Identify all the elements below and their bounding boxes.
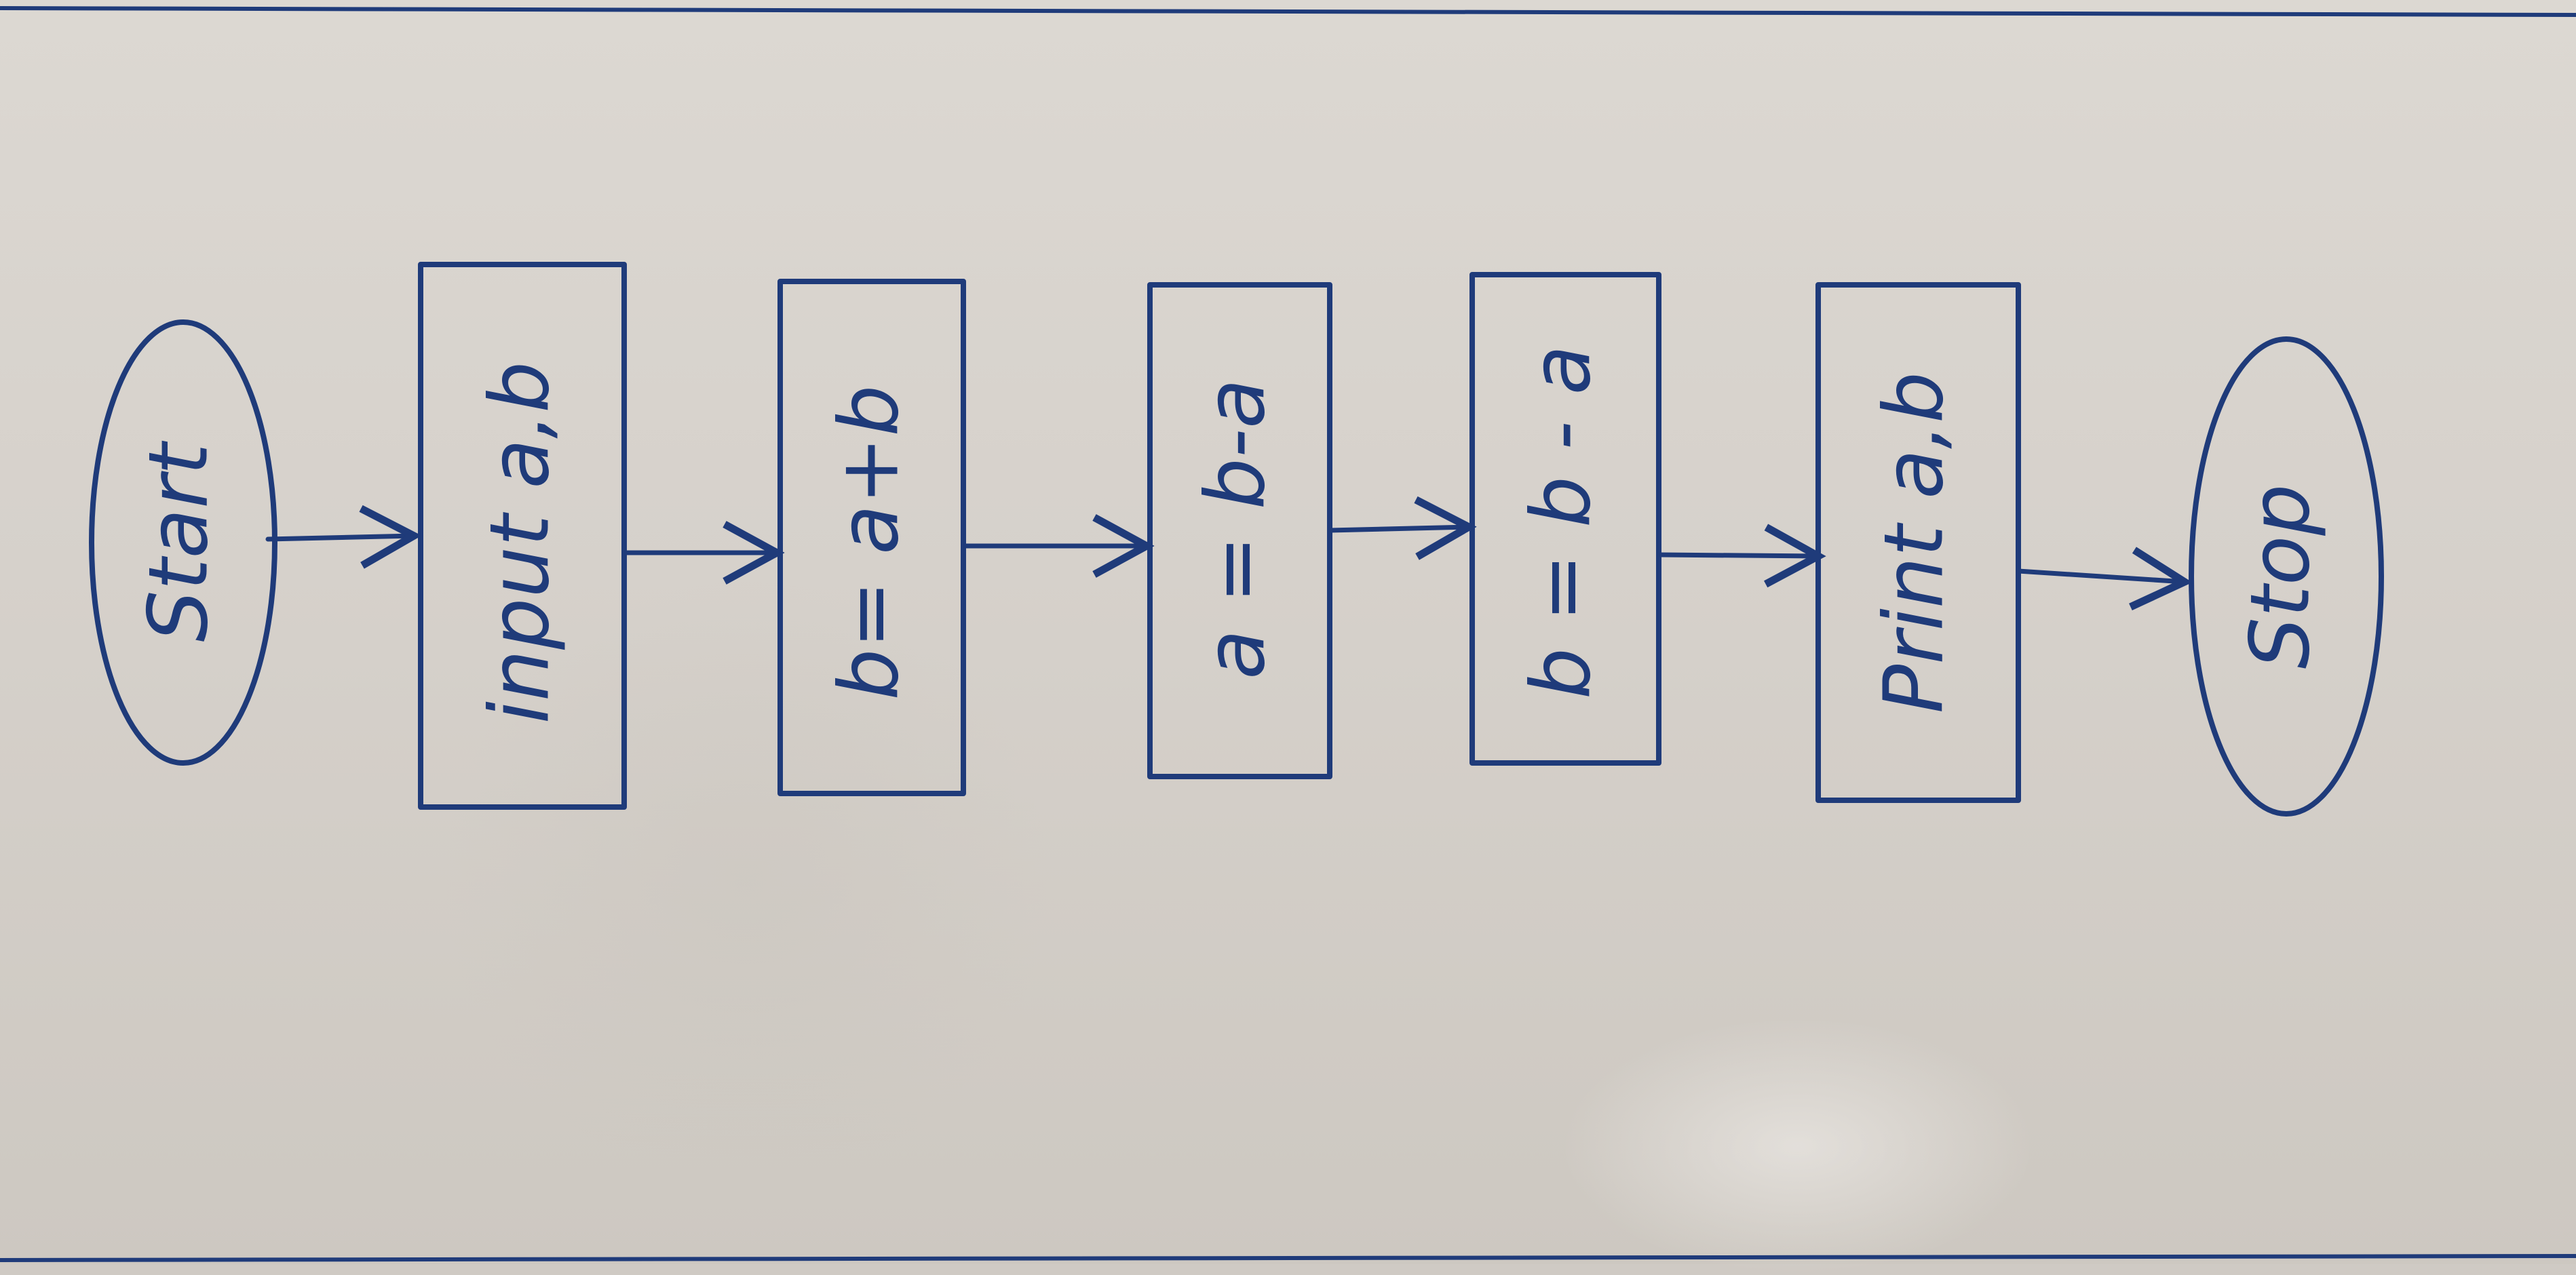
edge-output-to-stop: [2016, 547, 2193, 610]
edge-step3-to-output: [1656, 524, 1826, 588]
node-start: Start: [89, 319, 277, 766]
output-label: Print a,b: [1868, 372, 1962, 713]
step3-label: b = b - a: [1515, 345, 1609, 699]
node-stop: Stop: [2189, 336, 2384, 817]
stop-label: Stop: [2234, 484, 2328, 669]
node-output: Print a,b: [1815, 282, 2021, 803]
step2-label: a = b-a: [1189, 378, 1284, 679]
input-label: input a,b: [474, 361, 568, 724]
paper-top-edge: [0, 6, 2576, 17]
edge-step2-to-step3: [1327, 496, 1477, 560]
step1-box: [777, 279, 966, 796]
input-box: [418, 262, 627, 810]
output-box: [1815, 282, 2021, 803]
edge-start-to-input: [265, 505, 422, 569]
node-step2: a = b-a: [1147, 282, 1332, 779]
node-step3: b = b - a: [1469, 272, 1661, 766]
paper-bottom-edge: [0, 1254, 2576, 1262]
node-input: input a,b: [418, 262, 627, 810]
start-label: Start: [132, 440, 227, 642]
edges-group: [265, 496, 2193, 610]
step1-label: b= a+b: [823, 385, 917, 700]
step3-box: [1469, 272, 1661, 766]
step2-box: [1147, 282, 1332, 779]
start-oval: [89, 319, 277, 766]
node-step1: b= a+b: [777, 279, 966, 796]
stop-oval: [2189, 336, 2384, 817]
